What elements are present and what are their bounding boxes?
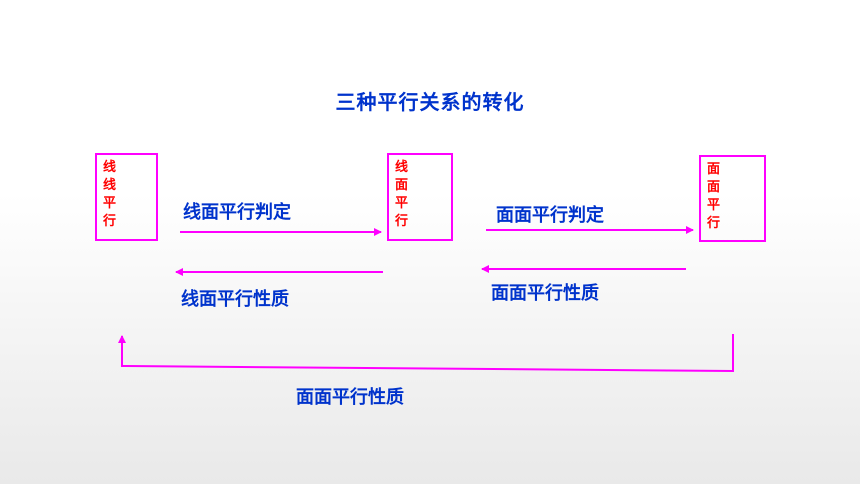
label-plane-plane-criterion: 面面平行判定 <box>496 205 604 226</box>
box-line-line-label: 线线平行 <box>103 160 117 229</box>
box-line-plane-parallel: 线面平行 <box>387 153 453 241</box>
box-plane-plane-parallel: 面面平行 <box>699 155 766 242</box>
box-line-line-parallel: 线线平行 <box>95 153 158 241</box>
label-plane-plane-property-top: 面面平行性质 <box>491 283 599 304</box>
box-line-plane-label: 线面平行 <box>395 160 409 229</box>
label-line-plane-property: 线面平行性质 <box>181 289 289 310</box>
diagram-title: 三种平行关系的转化 <box>335 90 525 114</box>
arrow-plane-plane-to-line-line <box>118 334 734 373</box>
label-line-plane-criterion: 线面平行判定 <box>183 202 291 223</box>
box-plane-plane-label: 面面平行 <box>707 162 721 231</box>
label-plane-plane-property-bottom: 面面平行性质 <box>296 387 404 408</box>
